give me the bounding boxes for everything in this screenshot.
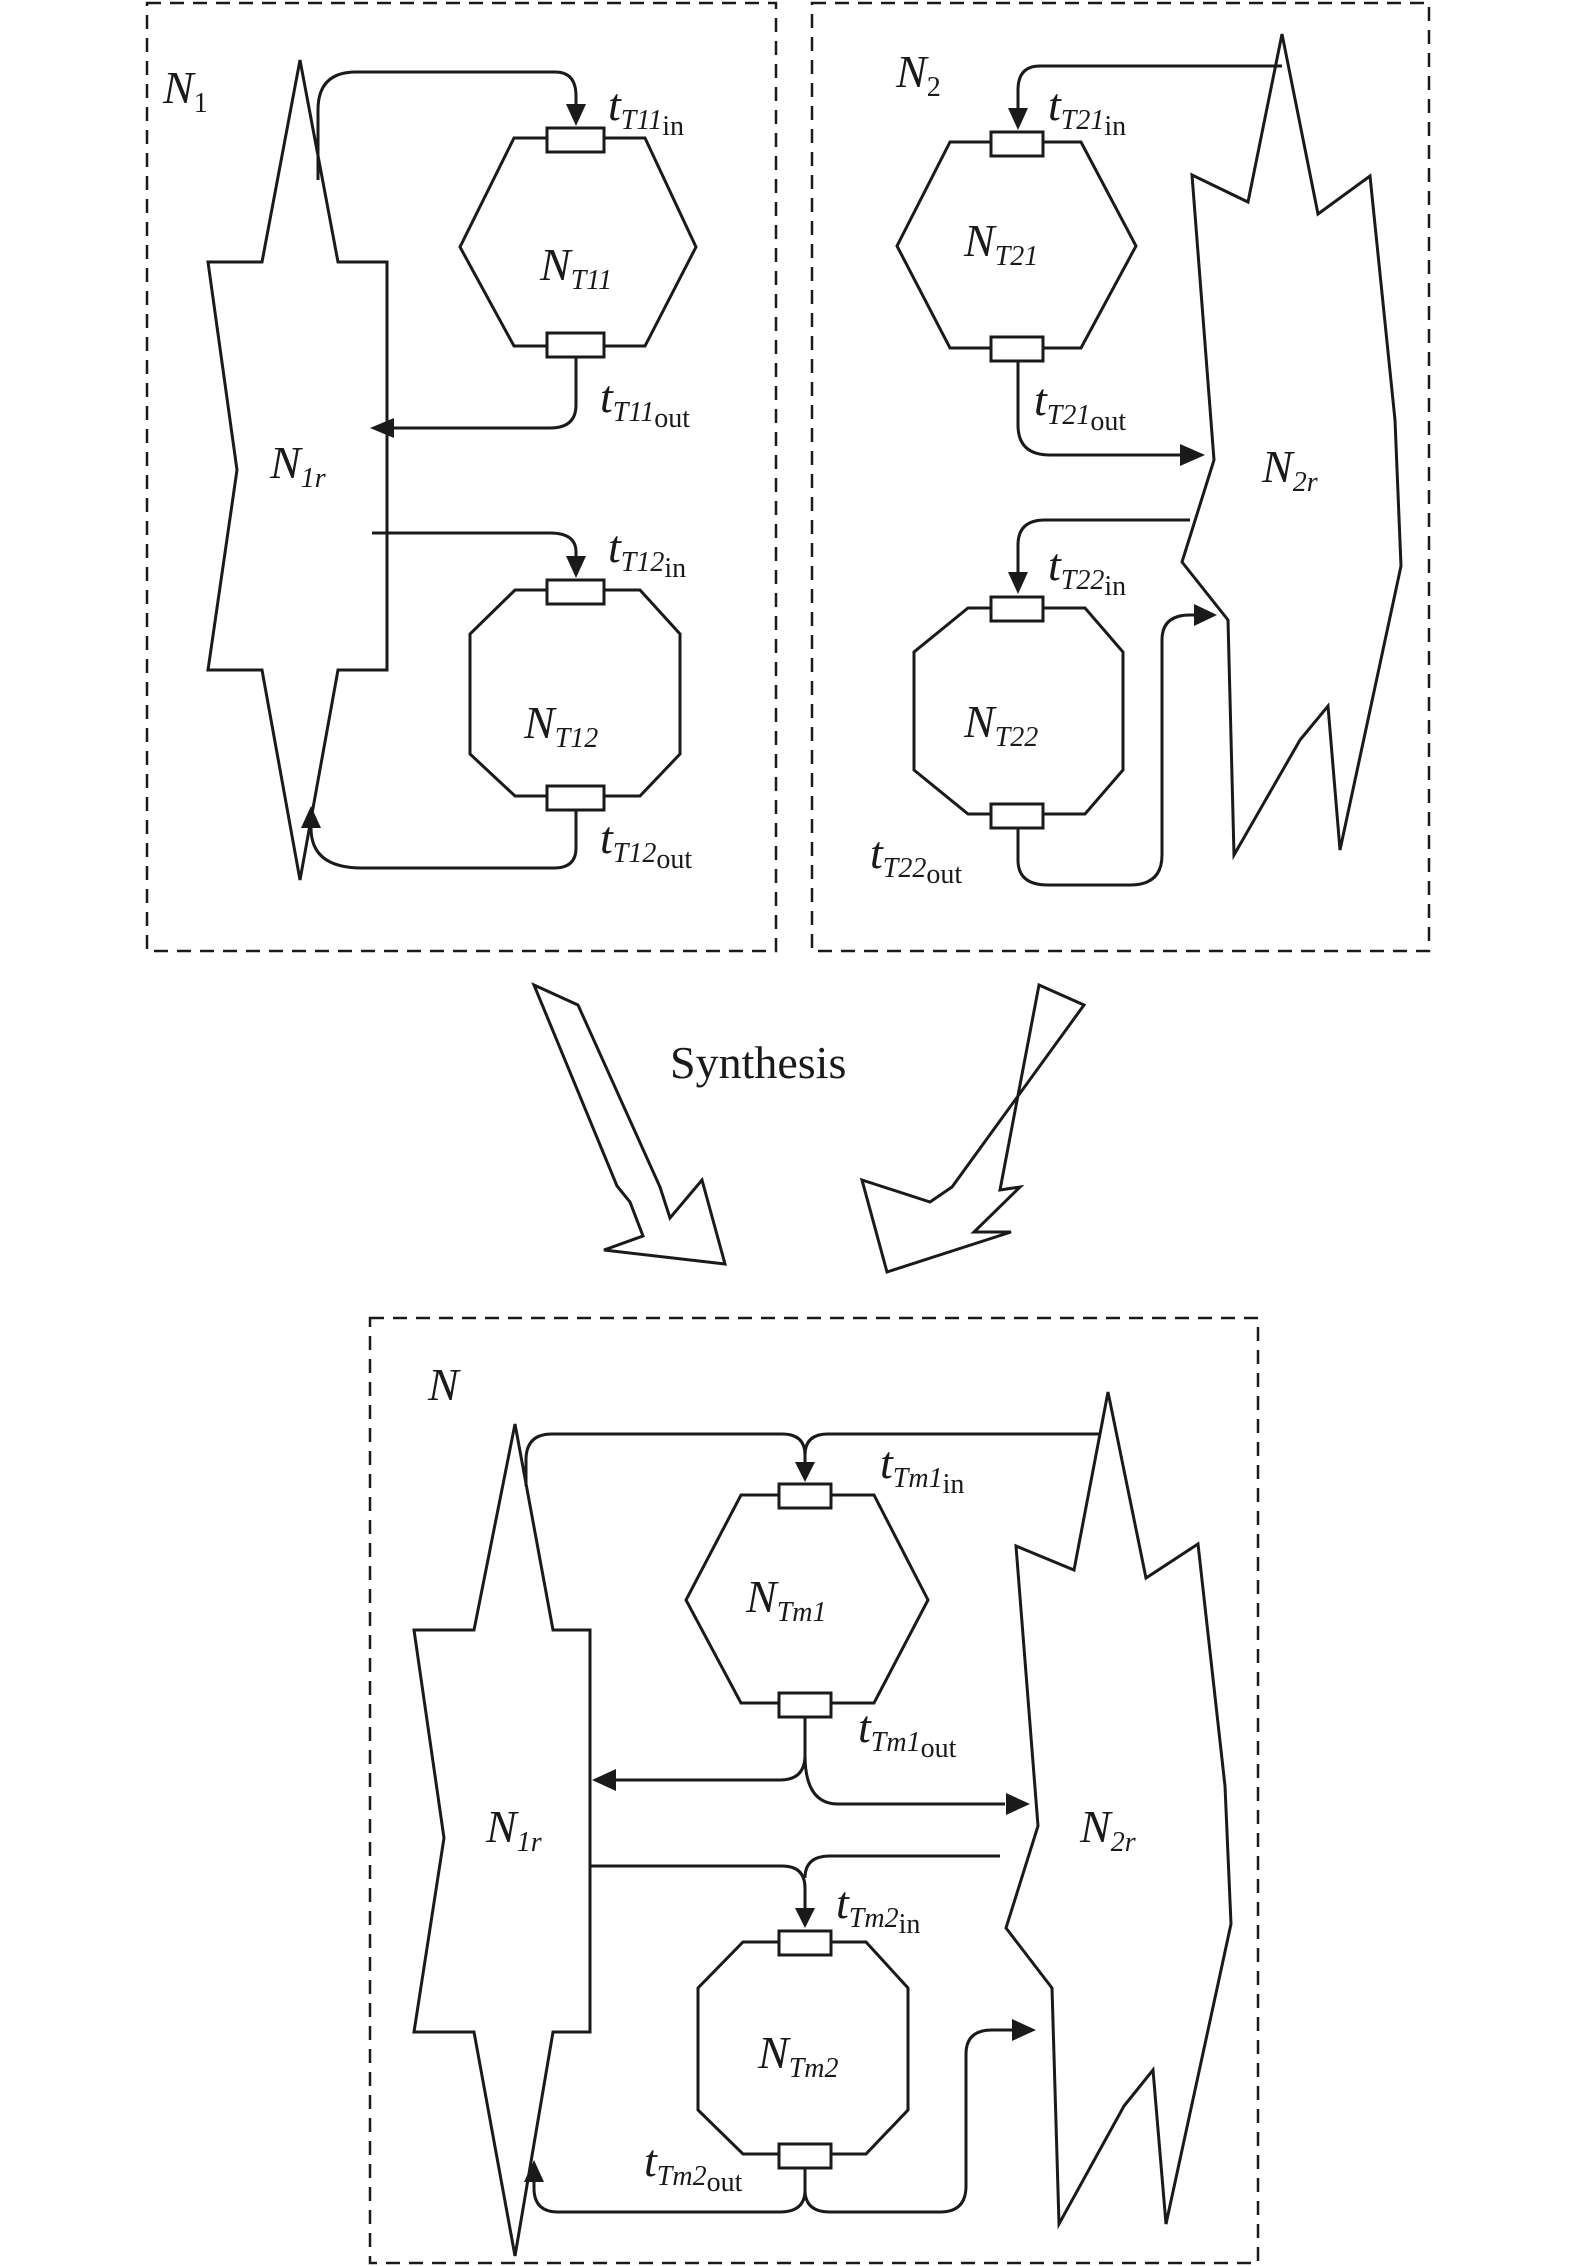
synthesis-label: Synthesis — [670, 1037, 846, 1088]
subnet-nt21-shape — [895, 140, 1138, 350]
region-n2r-merged-label: N2r — [1079, 1801, 1136, 1858]
panel-n2-label: N2 — [895, 46, 941, 103]
transition-t22-out — [989, 802, 1045, 830]
transition-t21-out — [989, 335, 1045, 363]
transition-tm1-out-label: tTm1out — [858, 1701, 957, 1764]
transition-tm2-in — [777, 1929, 833, 1957]
region-n1r-merged-shape — [412, 1423, 592, 2257]
panel-n1 — [145, 1, 778, 953]
panel-n1-label: N1 — [162, 62, 208, 119]
region-n2r-label: N2r — [1261, 441, 1318, 498]
synthesis-arrow-right — [859, 982, 1087, 1274]
transition-t11-in — [545, 126, 606, 154]
synthesis-arrows — [531, 982, 1087, 1274]
transition-t21-in-label: tT21in — [1048, 79, 1126, 142]
subnet-nt22-shape — [912, 606, 1125, 816]
transition-t22-out-label: tT22out — [870, 827, 962, 890]
transition-t12-in-label: tT12in — [608, 521, 686, 584]
region-n2r-shape — [1180, 33, 1403, 861]
subnet-nt22-label: NT22 — [963, 696, 1038, 753]
panel-n-label: N — [427, 1359, 461, 1410]
transition-tm1-out — [777, 1691, 833, 1719]
subnet-ntm2-label: NTm2 — [757, 2027, 838, 2084]
transition-tm2-out-label: tTm2out — [644, 2135, 743, 2198]
region-n1r-shape — [206, 59, 389, 881]
subnet-nt12-shape — [468, 588, 682, 798]
panel-n-boundary — [368, 1316, 1260, 2265]
transition-t22-in-label: tT22in — [1048, 539, 1126, 602]
transition-t12-in — [545, 578, 606, 606]
subnet-ntm1-shape — [684, 1493, 930, 1705]
panel-n2-boundary — [810, 1, 1431, 953]
subnet-nt11-label: NT11 — [539, 239, 612, 296]
subnet-ntm2-shape — [696, 1940, 910, 2156]
transition-tm2-in-label: tTm2in — [836, 1877, 920, 1940]
panel-n2 — [810, 1, 1431, 953]
panel-n1-boundary — [145, 1, 778, 953]
subnet-nt11-shape — [458, 136, 698, 348]
region-n2r-merged-shape — [1004, 1391, 1233, 2230]
transition-t12-out-label: tT12out — [600, 812, 692, 875]
transition-t21-in — [989, 130, 1045, 158]
transition-t22-in — [989, 595, 1045, 623]
subnet-ntm1-label: NTm1 — [745, 1571, 826, 1628]
transition-t11-in-label: tT11in — [608, 79, 684, 142]
subnet-nt21-label: NT21 — [963, 215, 1038, 272]
transition-tm2-out — [777, 2142, 833, 2170]
panel-n — [368, 1316, 1260, 2265]
transition-tm1-in — [777, 1482, 833, 1510]
transition-t21-out-label: tT21out — [1034, 374, 1126, 437]
region-n1r-merged-label: N1r — [485, 1801, 542, 1858]
subnet-nt12-label: NT12 — [523, 697, 598, 754]
region-n1r-label: N1r — [269, 437, 326, 494]
transition-t11-out-label: tT11out — [600, 371, 690, 434]
synthesis-arrow-left — [531, 982, 728, 1266]
transition-t11-out — [545, 331, 606, 359]
transition-tm1-in-label: tTm1in — [880, 1437, 964, 1500]
transition-t12-out — [545, 784, 606, 812]
